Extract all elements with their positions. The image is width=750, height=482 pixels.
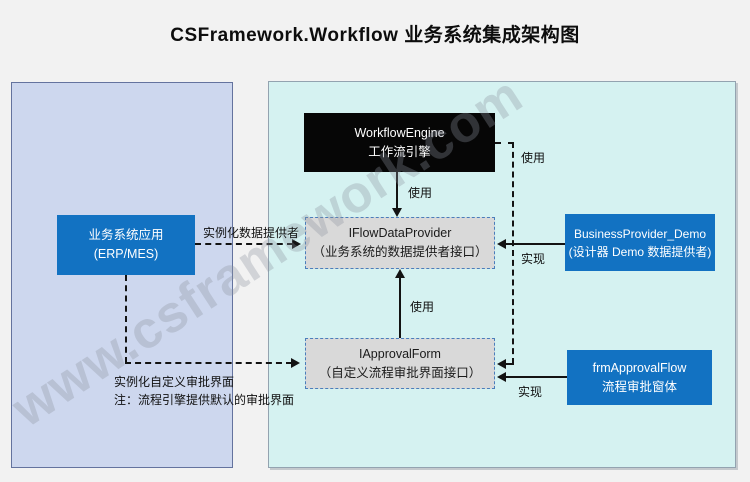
arrow-erp-instantiates-provider-line [195,243,293,245]
arrow-engine-uses-provider-line [396,172,398,212]
node-business-provider-demo-title: BusinessProvider_Demo [573,226,707,241]
node-business-provider-demo: BusinessProvider_Demo (设计器 Demo 数据提供者) [565,214,715,271]
node-frm-approval-flow-title: frmApprovalFlow [592,360,687,375]
node-iflow-data-provider-title: IFlowDataProvider [348,226,452,241]
arrow-engine-uses-approval-vertical [512,142,514,364]
node-erp-app-subtitle: (ERP/MES) [93,247,159,261]
arrow-erp-instantiates-approval-head [291,358,300,368]
node-iflow-data-provider: IFlowDataProvider （业务系统的数据提供者接口） [305,217,495,269]
node-iapproval-form: IApprovalForm （自定义流程审批界面接口） [305,338,495,389]
node-erp-app: 业务系统应用 (ERP/MES) [57,215,195,275]
node-erp-app-title: 业务系统应用 [88,228,164,243]
arrow-engine-uses-approval-head [497,359,506,369]
node-workflow-engine-title: WorkflowEngine [354,125,445,140]
arrow-frm-implements-approval-head [497,372,506,382]
node-iapproval-form-subtitle: （自定义流程审批界面接口） [318,365,482,380]
label-note-default-ui: 注：流程引擎提供默认的审批界面 [114,393,295,407]
arrow-frm-implements-approval-line [504,376,567,378]
arrow-erp-instantiates-approval-line [125,362,292,364]
label-use-engine-provider: 使用 [408,186,433,200]
node-business-provider-demo-subtitle: (设计器 Demo 数据提供者) [568,244,712,259]
label-implement-approval: 实现 [518,385,543,399]
node-workflow-engine-subtitle: 工作流引擎 [368,144,431,159]
node-frm-approval-flow: frmApprovalFlow 流程审批窗体 [567,350,712,405]
label-use-engine-approval: 使用 [521,151,546,165]
node-workflow-engine: WorkflowEngine 工作流引擎 [304,113,495,172]
arrow-erp-instantiates-provider-head [292,239,301,249]
label-implement-provider: 实现 [521,252,546,266]
arrow-approval-uses-provider-head [395,269,405,278]
label-use-approval-provider: 使用 [410,300,435,314]
arrow-engine-uses-approval-top [495,142,514,144]
node-iflow-data-provider-subtitle: （业务系统的数据提供者接口） [312,245,488,259]
node-frm-approval-flow-subtitle: 流程审批窗体 [601,379,677,394]
arrow-erp-instantiates-approval-vertical [125,275,127,363]
label-instantiate-approval: 实例化自定义审批界面 [114,375,235,389]
arrow-engine-uses-approval-bottom [504,363,514,365]
diagram-title: CSFramework.Workflow 业务系统集成架构图 [170,25,580,46]
left-panel-business-system [11,82,233,468]
arrow-demo-implements-provider-head [497,239,506,249]
arrow-engine-uses-provider-head [392,208,402,217]
node-iapproval-form-title: IApprovalForm [359,346,441,361]
arrow-demo-implements-provider-line [504,243,565,245]
arrow-approval-uses-provider-line [399,277,401,338]
label-instantiate-provider: 实例化数据提供者 [203,226,300,240]
